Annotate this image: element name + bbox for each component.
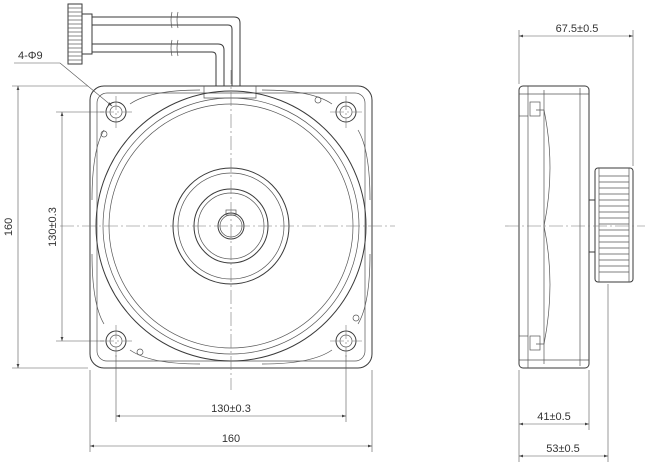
dim-width-holes: 130±0.3 [116,403,346,418]
dim-depth-body-label: 41±0.5 [537,411,571,423]
dim-height-holes: 130±0.3 [47,112,64,341]
dim-height-holes-label: 130±0.3 [47,207,59,247]
dim-depth-body: 41±0.5 [519,411,589,426]
side-body [518,85,590,369]
hole-callout: 4-Φ9 [14,50,113,107]
cable-connector [67,3,241,86]
dim-depth-total: 67.5±0.5 [519,23,633,38]
dim-height-overall-label: 160 [3,218,15,236]
front-view: 4-Φ9 160 130±0.3 130±0.3 [3,3,395,452]
dim-width-overall: 160 [90,433,372,448]
hole-callout-label: 4-Φ9 [18,50,43,62]
dim-depth-flange: 53±0.5 [519,443,608,458]
dim-height-overall: 160 [3,86,20,368]
dim-width-overall-label: 160 [222,433,240,445]
center-lines [60,70,395,390]
side-pulley [588,167,634,283]
dim-width-holes-label: 130±0.3 [211,403,251,415]
dim-depth-total-label: 67.5±0.5 [556,23,599,35]
dim-depth-flange-label: 53±0.5 [546,443,580,455]
side-view: 67.5±0.5 41±0.5 53±0.5 [505,23,645,462]
